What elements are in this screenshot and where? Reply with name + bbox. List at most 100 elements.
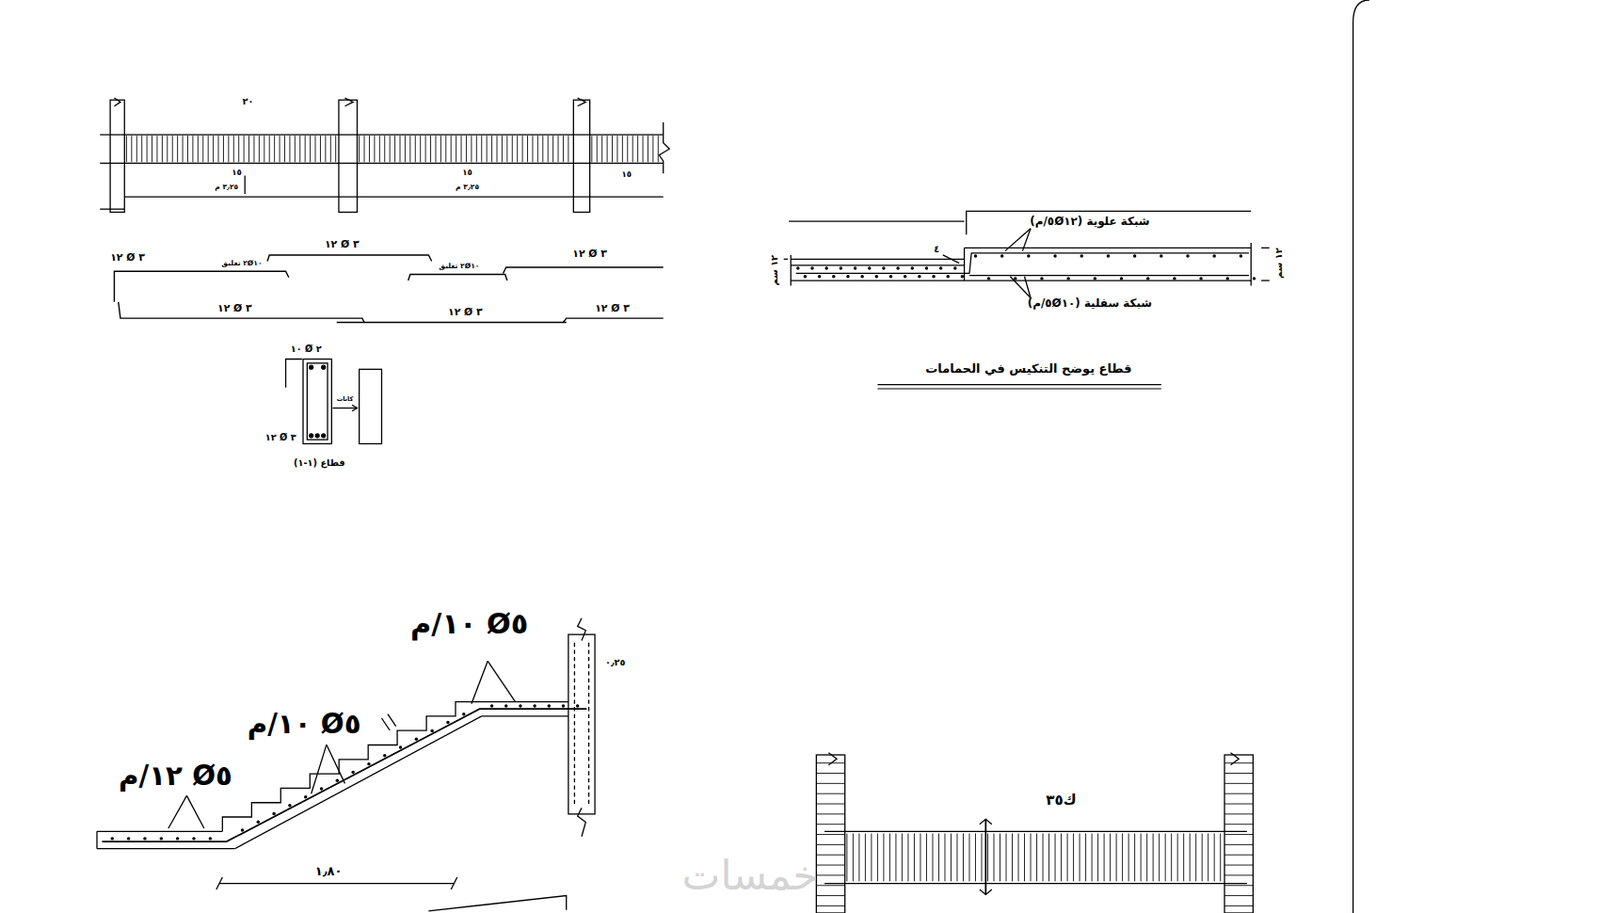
stair-steps	[383, 753, 386, 757]
stirrup-hatch	[1097, 832, 1099, 881]
stair-section	[574, 642, 576, 806]
stair-section	[471, 660, 488, 704]
stirrup-hatch	[987, 832, 989, 881]
rebar-dot	[987, 276, 991, 280]
stirrup-hatch	[1224, 895, 1253, 896]
stair-steps	[127, 836, 130, 840]
stair-section	[186, 795, 204, 829]
stirrup-hatch	[901, 832, 903, 881]
stair-steps	[446, 720, 449, 724]
continuous-beam	[99, 162, 663, 164]
stirrup-hatch	[542, 135, 544, 162]
stirrup-hatch	[1024, 832, 1025, 881]
stirrup-hatch	[816, 772, 845, 774]
stirrup-hatch	[1224, 874, 1253, 876]
rebar-dot	[1159, 254, 1163, 257]
section-1-1	[315, 433, 320, 438]
stirrup-hatch	[626, 135, 628, 162]
dimension: ١٥	[621, 171, 632, 181]
stirrup-hatch	[616, 135, 618, 162]
stirrup-hatch	[637, 135, 639, 162]
stirrup-hatch	[913, 832, 915, 881]
stair-steps	[272, 812, 275, 816]
lintel-beam	[816, 754, 845, 913]
stirrup-hatch	[596, 135, 598, 162]
stirrup-hatch	[273, 135, 275, 162]
stirrup-hatch	[1224, 813, 1253, 815]
rebar-label: ١٢ Ø ٣	[110, 251, 145, 263]
stair-steps	[415, 736, 418, 740]
stirrup-hatch	[816, 854, 845, 856]
stair-section	[168, 795, 188, 829]
stair-steps	[532, 704, 536, 707]
rebar-label: كانات	[336, 395, 354, 402]
dimension: ١٢ سم	[1274, 247, 1285, 279]
stirrup-hatch	[816, 884, 845, 886]
rebar-dot	[810, 266, 814, 270]
continuous-beam	[338, 99, 358, 212]
lintel-beam	[979, 889, 992, 895]
stair-section	[96, 618, 595, 912]
rebar-dot	[925, 266, 928, 270]
stair-steps	[504, 704, 508, 707]
rebar-dot	[1053, 254, 1056, 257]
stirrup-hatch	[315, 135, 317, 162]
dimension: ١٥	[231, 168, 242, 178]
stirrup-hatch	[309, 135, 311, 162]
rebar-dot	[1026, 254, 1030, 257]
rebar-dot	[945, 274, 949, 278]
rebar-label: ١٢ Ø ٣	[324, 238, 360, 250]
stirrup-hatch	[632, 135, 634, 162]
stirrup-hatch	[882, 832, 884, 881]
stirrup-hatch	[223, 135, 224, 162]
stirrup-hatch	[335, 135, 336, 162]
section-1-1	[306, 363, 328, 440]
lintel-beam	[824, 882, 1248, 884]
rebar-dot	[860, 274, 864, 278]
stirrup-hatch	[895, 832, 896, 881]
stirrup-hatch	[1224, 854, 1253, 856]
slab-drop-section	[1261, 279, 1270, 281]
slab-drop-section	[796, 253, 1249, 274]
slab-drop-section	[790, 255, 792, 287]
stirrup-hatch	[197, 135, 199, 162]
dimension: ١٥	[462, 168, 473, 178]
stirrup-hatch	[1224, 762, 1253, 764]
stirrup-hatch	[404, 135, 406, 162]
stirrup-hatch	[919, 832, 921, 881]
stirrup-hatch	[1128, 832, 1130, 881]
rebar-label: ١٢ Ø ٣	[572, 247, 608, 259]
stirrup-hatch	[409, 135, 411, 162]
stirrup-hatch	[384, 135, 385, 162]
stair-section	[481, 715, 569, 717]
stirrup-hatch	[320, 135, 321, 162]
stirrup-hatch	[889, 832, 891, 881]
stirrup-hatch	[284, 135, 286, 162]
stirrup-hatch	[1224, 905, 1253, 907]
slab-drop-section	[1250, 242, 1252, 287]
rebar-dot	[1133, 254, 1136, 257]
stirrup-hatch	[258, 135, 260, 162]
stirrup-hatch	[558, 135, 560, 162]
stair-section	[219, 882, 454, 884]
stair-section	[450, 877, 458, 890]
stirrup-hatch	[130, 135, 132, 162]
stirrup-hatch	[858, 832, 860, 881]
stirrup-hatch	[531, 135, 533, 162]
stirrup-hatch	[1011, 832, 1013, 881]
stirrup-hatch	[450, 135, 452, 162]
stirrup-hatch	[816, 813, 845, 815]
stirrup-hatch	[269, 135, 271, 162]
stirrup-hatch	[419, 135, 421, 162]
stirrup-hatch	[465, 135, 467, 162]
stirrup-hatch	[248, 135, 250, 162]
stirrup-hatch	[1121, 832, 1123, 881]
stair-section	[577, 618, 587, 641]
stair-steps	[320, 786, 323, 790]
rebar-label: ١٠ Ø ٢	[290, 344, 322, 355]
section-title: قطاع (١-١)	[293, 459, 346, 470]
rebar-dot	[939, 266, 943, 270]
stirrup-hatch	[491, 135, 493, 162]
stirrup-hatch	[233, 135, 235, 162]
stirrup-hatch	[294, 135, 296, 162]
